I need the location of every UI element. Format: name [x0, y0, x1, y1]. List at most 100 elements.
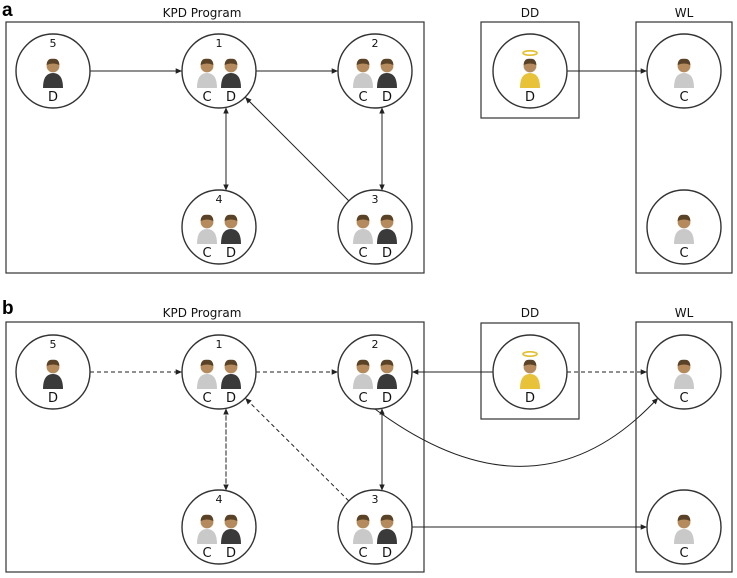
person-body [520, 374, 540, 389]
role-label: D [525, 391, 535, 406]
person-body [353, 73, 373, 88]
role-label: D [226, 391, 236, 406]
role-label: C [202, 391, 211, 406]
halo-icon [522, 49, 538, 56]
node-wl2: C [646, 189, 722, 265]
node-circle [337, 189, 413, 265]
role-label: D [382, 546, 392, 561]
person-hair [380, 359, 394, 366]
person-body [674, 229, 694, 244]
donor-icon [221, 359, 241, 389]
panel-a-letter: a [2, 0, 13, 21]
person-body [221, 73, 241, 88]
panel-b-letter: b [2, 298, 14, 319]
panel-a-wl-box [635, 21, 733, 274]
role-label: C [358, 391, 367, 406]
role-label: C [358, 246, 367, 261]
candidate-icon [674, 359, 694, 389]
node-number: 5 [50, 338, 57, 351]
node-number: 1 [216, 37, 223, 50]
edge-2-to-wl1 [374, 397, 659, 467]
panel-a-edges [90, 68, 647, 202]
person-hair [224, 58, 238, 65]
node-number: 3 [372, 493, 379, 506]
role-label: D [525, 90, 535, 105]
node-wl1: C [646, 33, 722, 109]
panel-b-kpd-box [5, 321, 425, 573]
panel-a-wl-title: WL [675, 6, 694, 20]
node-number: 4 [216, 493, 223, 506]
donor-icon [43, 359, 63, 389]
role-label: C [679, 246, 688, 261]
node-circle [181, 33, 257, 109]
donor-icon [377, 214, 397, 244]
person-body [353, 374, 373, 389]
candidate-icon [674, 58, 694, 88]
person-body [197, 374, 217, 389]
role-label: D [226, 546, 236, 561]
person-hair [677, 214, 691, 221]
person-hair [200, 214, 214, 221]
person-body [197, 73, 217, 88]
candidate-icon [674, 514, 694, 544]
node-number: 3 [372, 193, 379, 206]
node-circle [337, 489, 413, 565]
candidate-icon [197, 514, 217, 544]
candidate-icon [353, 514, 373, 544]
person-hair [523, 359, 537, 366]
person-hair [380, 514, 394, 521]
candidate-icon [197, 58, 217, 88]
person-body [353, 529, 373, 544]
node-number: 2 [372, 37, 379, 50]
halo-icon [522, 350, 538, 357]
donor-icon [43, 58, 63, 88]
panel-a-dd-title: DD [521, 6, 539, 20]
role-label: D [226, 90, 236, 105]
person-body [377, 229, 397, 244]
node-number: 5 [50, 37, 57, 50]
role-label: D [48, 391, 58, 406]
role-label: D [382, 246, 392, 261]
person-body [221, 529, 241, 544]
person-body [674, 374, 694, 389]
role-label: D [382, 90, 392, 105]
person-hair [200, 58, 214, 65]
person-hair [224, 359, 238, 366]
role-label: C [202, 546, 211, 561]
node-circle [337, 334, 413, 410]
person-body [674, 73, 694, 88]
node-wl2: C [646, 489, 722, 565]
person-body [197, 529, 217, 544]
person-body [520, 73, 540, 88]
donor-icon [221, 58, 241, 88]
donor-icon [221, 514, 241, 544]
node-dd: D [492, 334, 568, 410]
person-hair [356, 514, 370, 521]
role-label: C [202, 90, 211, 105]
person-body [377, 529, 397, 544]
person-hair [523, 58, 537, 65]
role-label: D [48, 90, 58, 105]
candidate-icon [197, 214, 217, 244]
person-hair [224, 214, 238, 221]
node-dd: D [492, 33, 568, 109]
node-wl1: C [646, 334, 722, 410]
person-body [43, 374, 63, 389]
role-label: D [382, 391, 392, 406]
donor-icon [377, 514, 397, 544]
donor-icon [221, 214, 241, 244]
node-circle [181, 489, 257, 565]
person-hair [677, 514, 691, 521]
donor-icon [377, 359, 397, 389]
panel-a-kpd-box [5, 21, 425, 274]
node-5: 5D [15, 334, 91, 410]
panel-b-wl-title: WL [675, 306, 694, 320]
person-hair [677, 359, 691, 366]
